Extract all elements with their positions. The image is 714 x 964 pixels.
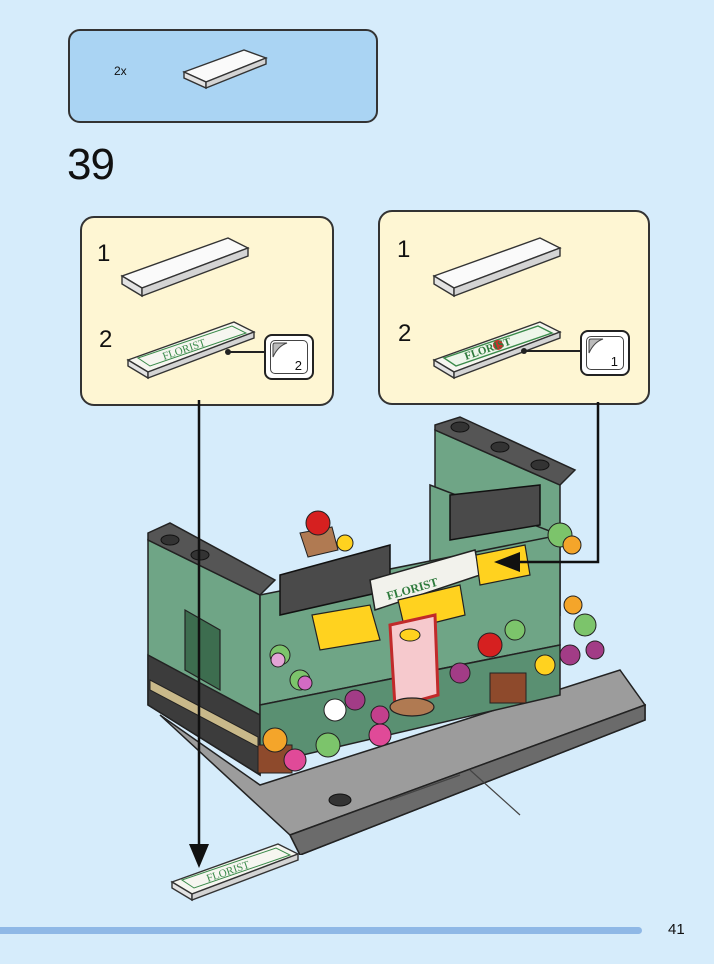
sticker-number: 1 xyxy=(610,354,618,369)
callout-leader-line xyxy=(225,349,268,355)
sticker-number-badge: 2 xyxy=(264,334,314,380)
florist-shop-model: FLORIST xyxy=(147,416,647,855)
flowers-left xyxy=(257,644,392,774)
sticker-number: 2 xyxy=(294,358,302,373)
rose-icon xyxy=(493,340,503,350)
stickered-tile-icon: FLORIST xyxy=(126,321,256,380)
stud-icon xyxy=(328,793,352,807)
flowers-right xyxy=(449,522,605,704)
stickered-tile-icon: FLORIST xyxy=(432,321,562,380)
sub-step-label: 2 xyxy=(99,326,113,353)
step-number: 39 xyxy=(67,140,115,189)
callout-leader-line xyxy=(521,348,584,354)
flower-top xyxy=(299,510,354,558)
white-tile-icon xyxy=(120,237,250,298)
shop-door xyxy=(388,613,440,709)
sticker-peel-icon xyxy=(588,338,604,354)
page-number: 41 xyxy=(668,921,685,938)
white-tile-icon xyxy=(432,237,562,298)
placement-arrow-right xyxy=(494,402,600,572)
stickered-tile-placement-icon: FLORIST xyxy=(170,843,300,902)
sub-step-label: 1 xyxy=(97,240,111,267)
parts-quantity: 2x xyxy=(114,64,127,78)
white-tile-part-icon xyxy=(182,49,268,90)
sticker-peel-icon xyxy=(272,342,288,358)
sub-step-label: 2 xyxy=(398,320,412,347)
sub-step-label: 1 xyxy=(397,236,411,263)
placement-arrow-down xyxy=(189,400,209,868)
sticker-number-badge: 1 xyxy=(580,330,630,376)
page-progress-bar xyxy=(0,927,642,934)
